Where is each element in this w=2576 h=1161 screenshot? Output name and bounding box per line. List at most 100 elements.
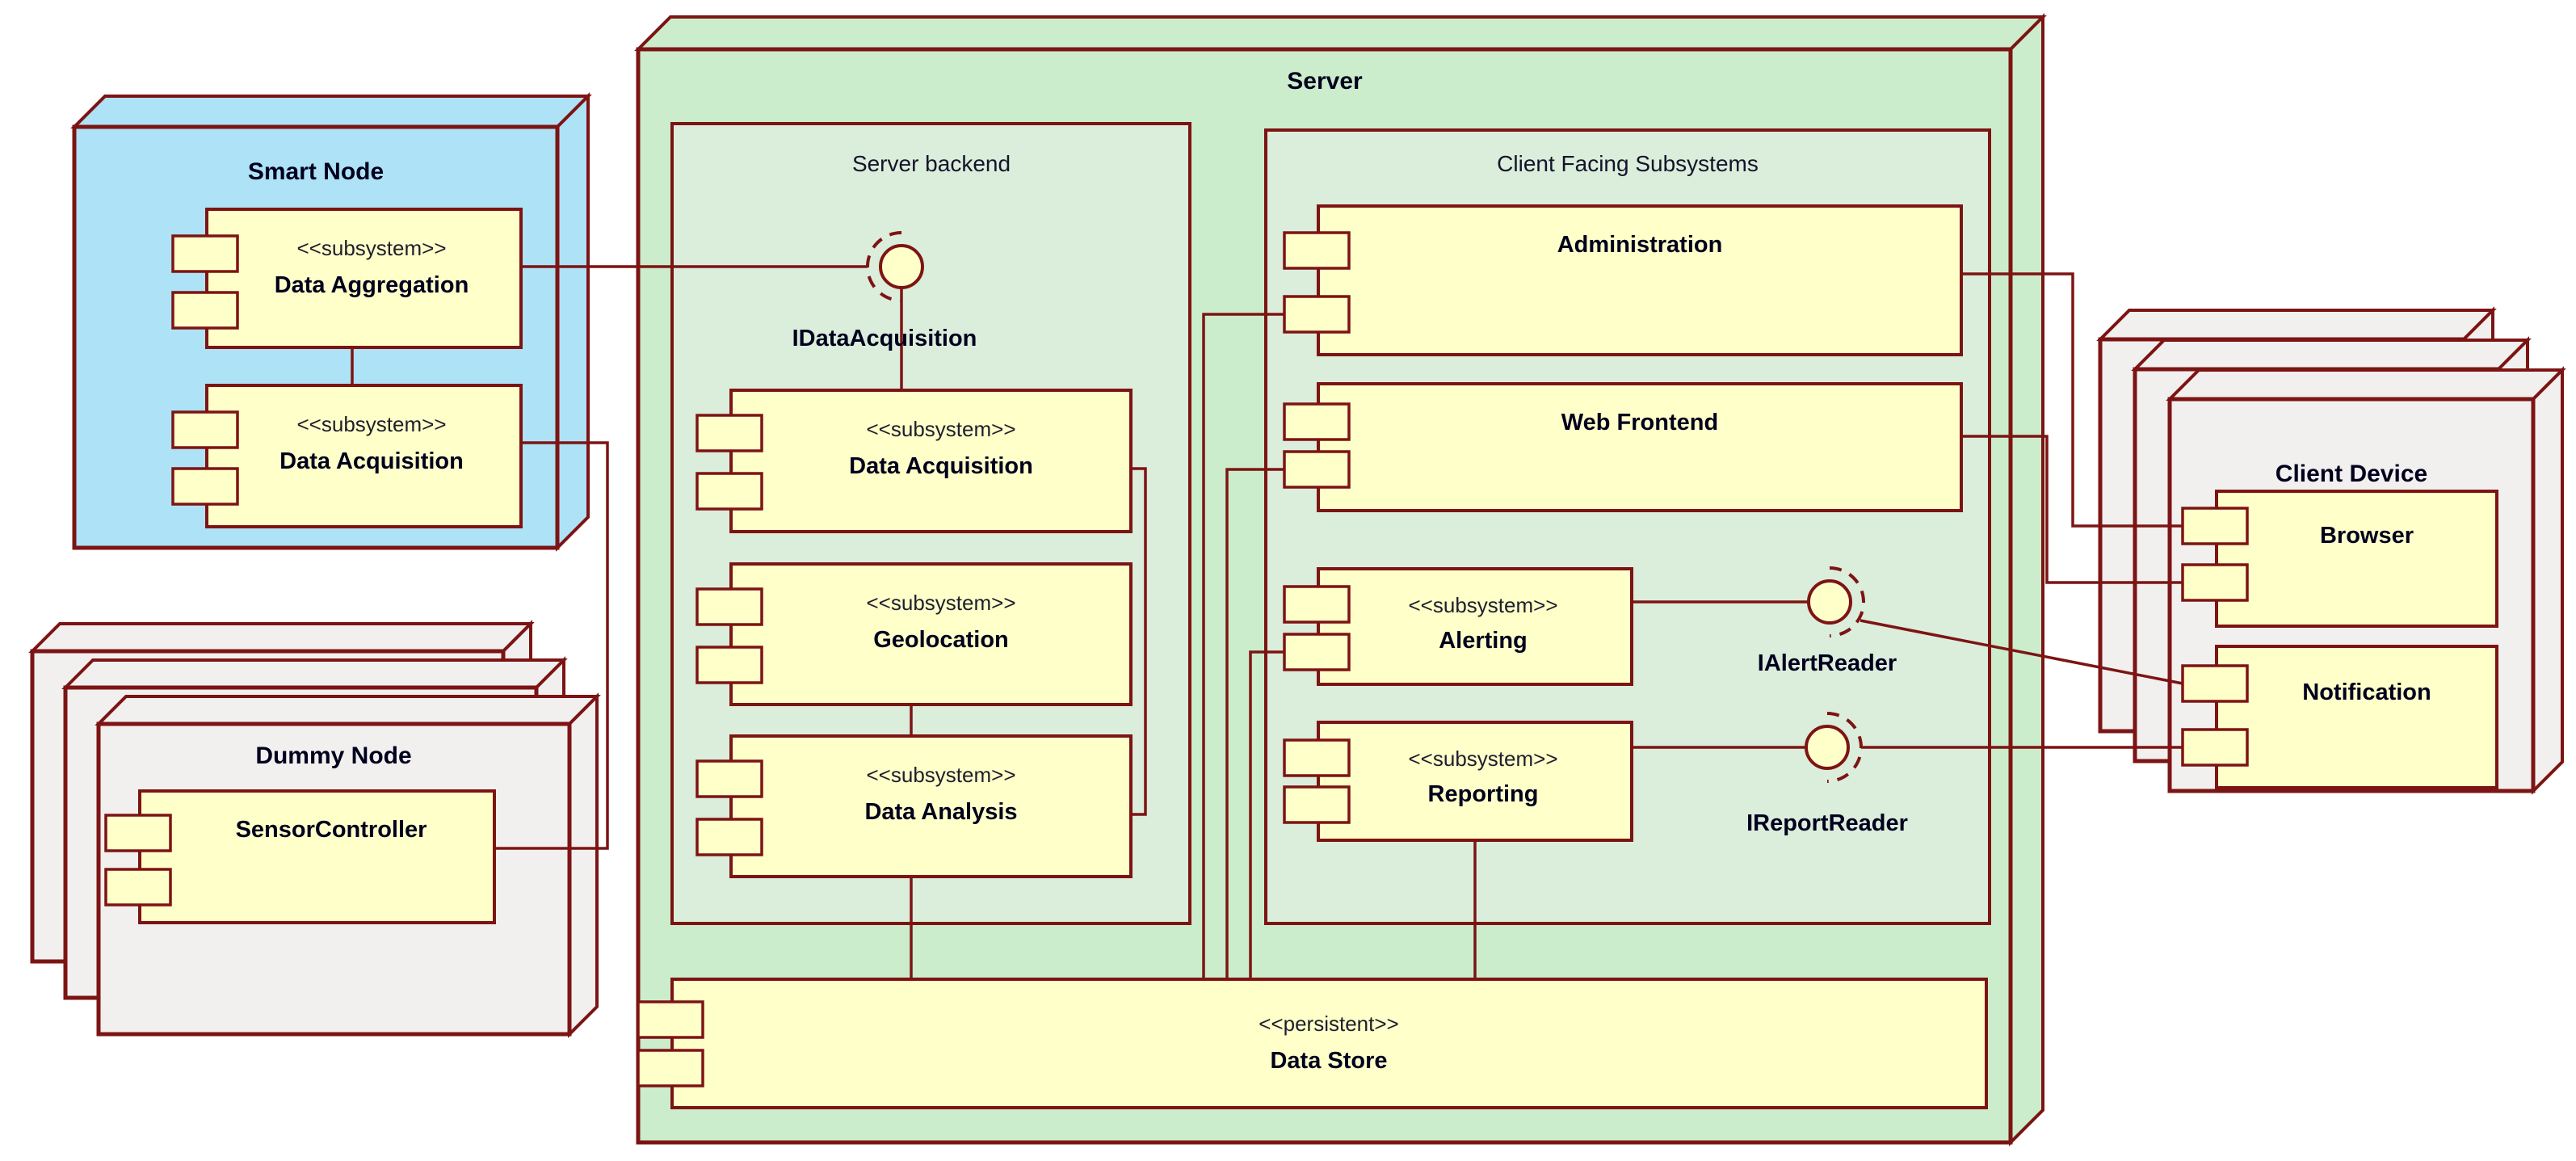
ialertreader-ball-icon[interactable] <box>1807 579 1852 625</box>
component-data-store[interactable]: <<persistent>> Data Store <box>637 978 1988 1109</box>
server-top-face <box>634 15 2047 51</box>
interface-ireportreader[interactable]: IReportReader <box>1746 712 1908 836</box>
idataacquisition-ball-icon[interactable] <box>879 244 924 289</box>
dummy-node-right-face <box>568 692 599 1038</box>
port <box>2181 563 2249 602</box>
reporting-name: Reporting <box>1428 781 1539 807</box>
port <box>695 759 763 798</box>
port <box>695 472 763 511</box>
connector-sensorcontroller-dataacquisition[interactable] <box>494 441 609 850</box>
component-browser[interactable]: Browser <box>2181 490 2498 628</box>
server-backend-title: Server backend <box>852 151 1011 176</box>
notification-name: Notification <box>2302 679 2431 705</box>
component-notification[interactable]: Notification <box>2181 645 2498 789</box>
data-store-box[interactable] <box>670 978 1988 1109</box>
smart-node-right-face <box>556 92 590 552</box>
data-acquisition-server-stereotype: <<subsystem>> <box>867 417 1016 441</box>
geolocation-box[interactable] <box>729 562 1133 706</box>
web-frontend-box[interactable] <box>1317 382 1963 512</box>
data-acquisition-server-box[interactable] <box>729 389 1133 533</box>
dummy-node-title: Dummy Node <box>255 742 411 769</box>
client-device-title: Client Device <box>2276 461 2427 487</box>
ireportreader-label: IReportReader <box>1746 810 1908 836</box>
component-alerting[interactable]: <<subsystem>> Alerting <box>1283 567 1633 686</box>
data-aggregation-box[interactable] <box>205 208 523 349</box>
reporting-box[interactable] <box>1317 721 1633 842</box>
port <box>1283 633 1351 671</box>
ireportreader-ball-icon[interactable] <box>1805 725 1850 770</box>
client-device-top-face <box>2166 368 2566 401</box>
data-analysis-stereotype: <<subsystem>> <box>867 763 1016 787</box>
port <box>637 1000 704 1039</box>
interface-idataacquisition[interactable]: IDataAcquisition <box>792 231 977 351</box>
port <box>104 868 172 907</box>
component-data-aggregation[interactable]: <<subsystem>> Data Aggregation <box>171 208 523 349</box>
administration-box[interactable] <box>1317 204 1963 356</box>
port <box>1283 402 1351 441</box>
component-data-acquisition-smart[interactable]: <<subsystem>> Data Acquisition <box>171 384 523 528</box>
component-data-analysis[interactable]: <<subsystem>> Data Analysis <box>695 734 1133 878</box>
data-acquisition-smart-stereotype: <<subsystem>> <box>297 412 447 436</box>
server-title: Server <box>1287 68 1363 95</box>
alerting-box[interactable] <box>1317 567 1633 686</box>
smart-node-top-face <box>70 95 592 128</box>
connector-datastore-alerting[interactable] <box>1249 650 1284 979</box>
client-facing-title: Client Facing Subsystems <box>1497 151 1759 176</box>
interface-ialertreader[interactable]: IAlertReader <box>1758 566 1897 676</box>
client-device-right-face <box>2532 366 2564 795</box>
data-analysis-name: Data Analysis <box>864 799 1017 825</box>
port <box>171 467 239 506</box>
alerting-stereotype: <<subsystem>> <box>1409 593 1558 617</box>
component-sensorcontroller[interactable]: SensorController <box>104 789 496 924</box>
port <box>2181 664 2249 703</box>
dummy-node-top-face <box>95 695 601 726</box>
port <box>695 414 763 452</box>
data-analysis-box[interactable] <box>729 734 1133 878</box>
notification-box[interactable] <box>2215 645 2498 789</box>
connector-datastore-administration[interactable] <box>1202 313 1284 979</box>
port <box>171 410 239 449</box>
port <box>2181 728 2249 767</box>
port <box>695 818 763 856</box>
component-geolocation[interactable]: <<subsystem>> Geolocation <box>695 562 1133 706</box>
port <box>1283 450 1351 489</box>
connector-ialertreader-notification[interactable] <box>1860 619 2183 685</box>
connector-webfrontend-browser[interactable] <box>1961 435 2183 584</box>
geolocation-name: Geolocation <box>873 627 1009 653</box>
browser-box[interactable] <box>2215 490 2498 628</box>
data-acquisition-smart-box[interactable] <box>205 384 523 528</box>
node-smart-node[interactable]: Smart Node <box>70 92 592 552</box>
port <box>2181 507 2249 545</box>
port <box>104 814 172 852</box>
component-administration[interactable]: Administration <box>1283 204 1963 356</box>
data-acquisition-smart-name: Data Acquisition <box>279 448 464 474</box>
data-aggregation-stereotype: <<subsystem>> <box>297 236 447 260</box>
server-right-face <box>2009 13 2044 1146</box>
smart-node-title: Smart Node <box>248 158 384 185</box>
ireportreader-socket-icon <box>1826 712 1863 783</box>
port <box>1283 231 1351 270</box>
port <box>637 1049 704 1087</box>
connector-administration-browser[interactable] <box>1961 272 2183 528</box>
component-reporting[interactable]: <<subsystem>> Reporting <box>1283 721 1633 842</box>
connector-dataacquisition-dataanalysis[interactable] <box>1131 467 1147 816</box>
port <box>1283 738 1351 777</box>
data-aggregation-name: Data Aggregation <box>275 272 469 298</box>
sensorcontroller-name: SensorController <box>236 817 427 843</box>
geolocation-stereotype: <<subsystem>> <box>867 591 1016 615</box>
port <box>695 646 763 684</box>
data-acquisition-server-name: Data Acquisition <box>849 453 1033 479</box>
ialertreader-socket-icon <box>1829 566 1865 637</box>
administration-name: Administration <box>1557 232 1723 258</box>
sensorcontroller-box[interactable] <box>138 789 496 924</box>
component-data-acquisition-server[interactable]: <<subsystem>> Data Acquisition <box>695 389 1133 533</box>
connector-datastore-webfrontend[interactable] <box>1225 468 1284 979</box>
ialertreader-label: IAlertReader <box>1758 650 1897 676</box>
port <box>171 291 239 330</box>
data-store-stereotype: <<persistent>> <box>1259 1012 1398 1036</box>
port <box>695 587 763 626</box>
component-web-frontend[interactable]: Web Frontend <box>1283 382 1963 512</box>
port <box>1283 785 1351 824</box>
